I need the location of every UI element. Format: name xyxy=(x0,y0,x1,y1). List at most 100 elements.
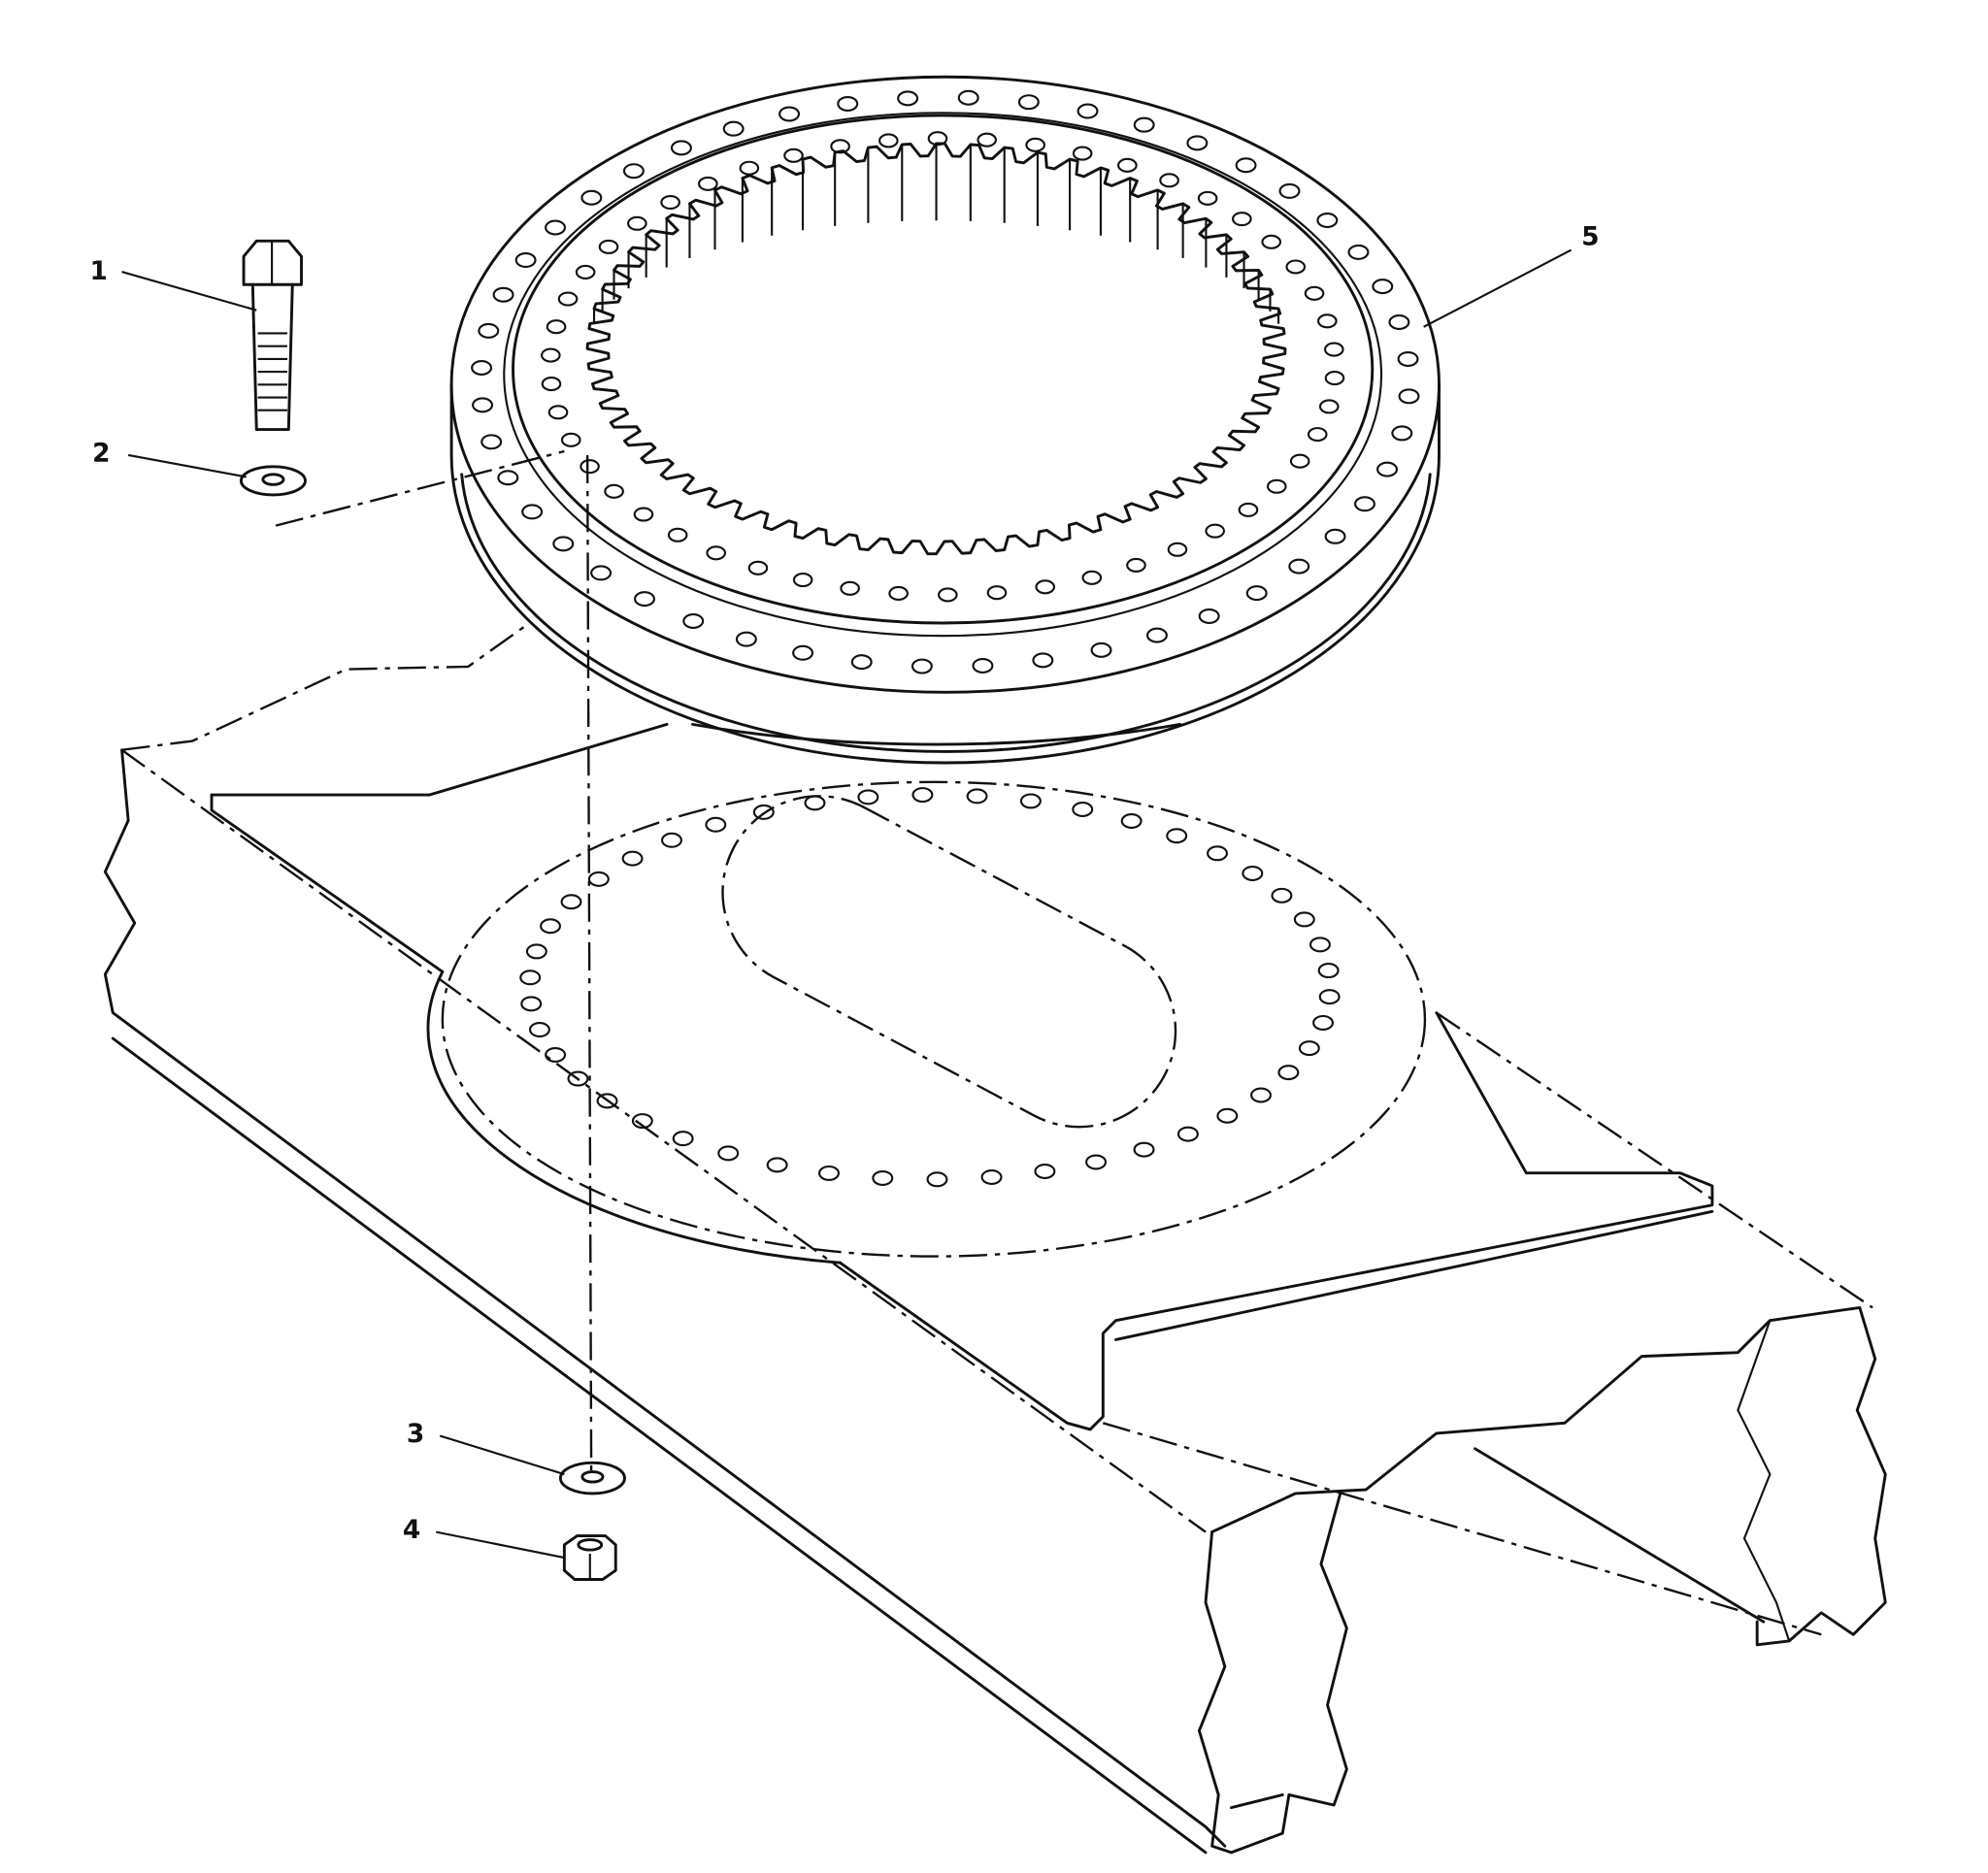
bolt-hole xyxy=(560,432,581,447)
bolt-hole xyxy=(514,252,537,269)
bearing-lower-race xyxy=(691,722,1182,746)
bolt-hole xyxy=(1347,244,1370,260)
bolt-hole xyxy=(1288,558,1310,575)
bolt-hole xyxy=(717,1145,740,1162)
bolt-hole xyxy=(878,133,899,148)
bolt-hole xyxy=(667,527,688,542)
bolt-hole xyxy=(1388,314,1410,331)
bolt-hole xyxy=(938,587,958,603)
bolt-head xyxy=(242,239,303,286)
bolt-hole xyxy=(857,789,879,805)
bolt-hole xyxy=(722,120,745,137)
bolt-hole xyxy=(1133,1141,1155,1158)
mounting-circle xyxy=(441,780,1427,1258)
callout-4: 4 xyxy=(403,1515,565,1560)
callout-5: 5 xyxy=(1423,221,1600,328)
bolt-hole xyxy=(492,286,514,303)
bolt-hole xyxy=(1293,911,1315,928)
bolt-hole xyxy=(520,996,543,1012)
bolt-hole xyxy=(766,1157,788,1173)
mounting-plate xyxy=(426,780,1427,1265)
bolt-hole xyxy=(1307,427,1328,443)
bolt-hole xyxy=(1318,989,1341,1005)
bolt-hole xyxy=(547,405,569,420)
bolt xyxy=(242,239,303,431)
bolt-hole xyxy=(1085,1154,1108,1170)
frame-break-section-left xyxy=(1197,1492,1348,1855)
bolt-hole xyxy=(1133,116,1155,133)
plate-right-thickness xyxy=(1114,1209,1714,1341)
bolt-axis-line xyxy=(585,454,593,1472)
bolt-hole xyxy=(804,795,826,811)
bolt-hole xyxy=(779,106,801,122)
frame-left-edge xyxy=(103,748,1227,1848)
bolt-hole xyxy=(1316,313,1338,329)
plate-top-edge xyxy=(210,722,669,797)
washer-lower xyxy=(558,1461,626,1495)
bolt-hole xyxy=(1289,453,1310,469)
bearing-bolt-holes xyxy=(471,89,1420,674)
bearing-groove xyxy=(460,473,1432,753)
gear-tooth-walls xyxy=(592,143,1280,324)
frame-phantom-centerline xyxy=(120,748,1207,1533)
bolt-hole xyxy=(1398,388,1420,405)
bolt-hole xyxy=(627,215,647,231)
callout-1: 1 xyxy=(89,256,257,312)
bolt-hole xyxy=(1278,182,1301,199)
bolt-hole xyxy=(1318,399,1340,414)
bolt-hole xyxy=(911,658,933,674)
bolt-hole xyxy=(977,132,997,148)
bolt-hole xyxy=(1242,865,1264,881)
bolt-hole xyxy=(1117,157,1138,173)
bolt-hole xyxy=(472,397,494,413)
bolt-hole xyxy=(622,163,645,180)
bolt-hole xyxy=(1250,1087,1272,1103)
bolt-hole xyxy=(1277,1065,1300,1081)
bolt-hole xyxy=(546,319,567,335)
callout-label-5: 5 xyxy=(1581,221,1599,251)
bolt-hole xyxy=(1298,1040,1320,1057)
bolt-hole xyxy=(587,871,610,887)
bolt-hole xyxy=(747,560,769,575)
bolt-hole xyxy=(1232,212,1252,227)
bolt-hole xyxy=(739,160,760,176)
bolt-hole xyxy=(1198,608,1220,624)
bolt-hole xyxy=(1176,1126,1199,1142)
bolt-hole xyxy=(1376,461,1399,477)
bolt-hole xyxy=(1397,350,1419,367)
bolt-hole xyxy=(1354,496,1375,512)
plate-left-edge xyxy=(210,793,445,973)
frame-phantom-right xyxy=(1436,1011,1873,1309)
bolt-hole xyxy=(660,194,680,211)
bolt-hole xyxy=(1324,528,1346,544)
bolt-hole xyxy=(1391,425,1413,442)
bolt-path-line xyxy=(275,449,565,527)
callout-2: 2 xyxy=(92,439,247,478)
nut xyxy=(562,1534,617,1581)
frame-phantom-top-left xyxy=(121,624,527,751)
bolt-hole xyxy=(596,1093,618,1109)
bolt-hole xyxy=(1120,813,1143,830)
bolt-hole xyxy=(1145,627,1168,643)
bolt-hole xyxy=(545,219,567,236)
bolt-hole xyxy=(541,347,561,363)
bolt-hole xyxy=(633,507,654,522)
bolt-hole xyxy=(698,176,718,191)
bolt-hole xyxy=(634,591,655,608)
bolt-hole xyxy=(471,360,493,376)
bolt-hole xyxy=(1261,234,1282,249)
bolt-threads xyxy=(257,332,287,411)
washer-upper xyxy=(239,465,307,497)
frame-phantom-right-bottom xyxy=(1102,1422,1822,1636)
bolt-hole xyxy=(545,1046,567,1063)
bolt-hole xyxy=(670,140,692,156)
bolt-hole xyxy=(1019,793,1042,809)
bolt-hole xyxy=(1072,802,1094,818)
bolt-hole xyxy=(590,565,613,581)
bolt-hole xyxy=(1316,212,1339,228)
bolt-hole xyxy=(980,1168,1003,1185)
bolt-hole xyxy=(966,788,988,805)
frame-web-right xyxy=(1737,1320,1791,1642)
